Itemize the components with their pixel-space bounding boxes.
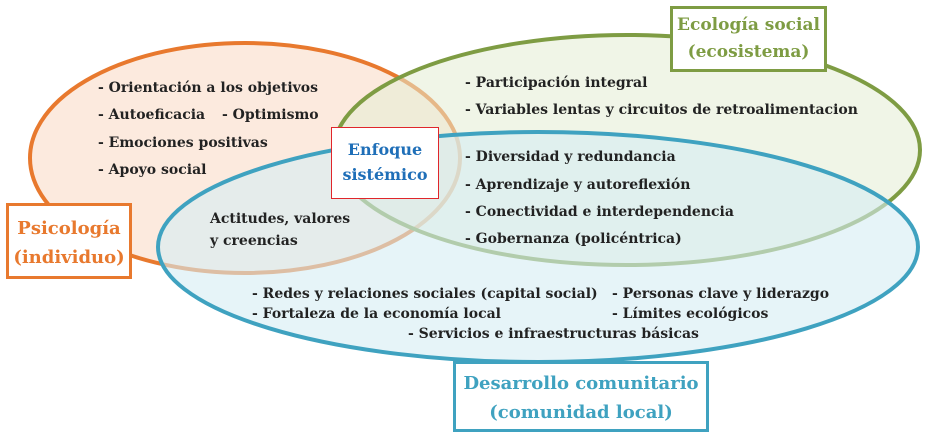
psicologia-title: Psicología: [17, 218, 121, 239]
center-line-1: Enfoque: [347, 140, 423, 159]
psi-item-5: - Apoyo social: [98, 162, 207, 178]
psi-item-3: - Optimismo: [222, 107, 319, 123]
ecologia-subtitle: (ecosistema): [687, 42, 810, 62]
psi-item-4: - Emociones positivas: [98, 135, 268, 151]
eco-item-1: - Participación integral: [465, 75, 648, 91]
eco-item-2: - Variables lentas y circuitos de retroa…: [465, 102, 858, 118]
desarrollo-subtitle: (comunidad local): [489, 402, 673, 423]
overlap-psi-line-1: Actitudes, valores: [210, 211, 351, 227]
des-item-2: - Personas clave y liderazgo: [612, 286, 830, 302]
psi-item-1: - Orientación a los objetivos: [98, 80, 319, 96]
ecologia-title: Ecología social: [677, 15, 820, 35]
des-item-5: - Servicios e infraestructuras básicas: [408, 326, 699, 342]
desarrollo-title: Desarrollo comunitario: [463, 373, 699, 394]
desarrollo-title-box: Desarrollo comunitario (comunidad local): [453, 361, 709, 432]
psicologia-subtitle: (individuo): [13, 247, 125, 268]
des-item-3: - Fortaleza de la economía local: [252, 306, 501, 322]
psicologia-title-box: Psicología (individuo): [6, 203, 132, 279]
overlap-eco-item-1: - Diversidad y redundancia: [465, 149, 676, 165]
overlap-eco-item-4: - Gobernanza (policéntrica): [465, 231, 682, 247]
overlap-eco-item-3: - Conectividad e interdependencia: [465, 204, 734, 220]
psi-item-2: - Autoeficacia: [98, 107, 206, 123]
overlap-eco-item-2: - Aprendizaje y autoreflexión: [465, 177, 691, 193]
center-box: Enfoque sistémico: [331, 127, 439, 199]
overlap-psi-line-2: y creencias: [210, 233, 298, 249]
des-item-1: - Redes y relaciones sociales (capital s…: [252, 286, 598, 302]
des-item-4: - Límites ecológicos: [612, 306, 769, 322]
center-line-2: sistémico: [342, 165, 428, 184]
ecologia-title-box: Ecología social (ecosistema): [670, 6, 827, 72]
